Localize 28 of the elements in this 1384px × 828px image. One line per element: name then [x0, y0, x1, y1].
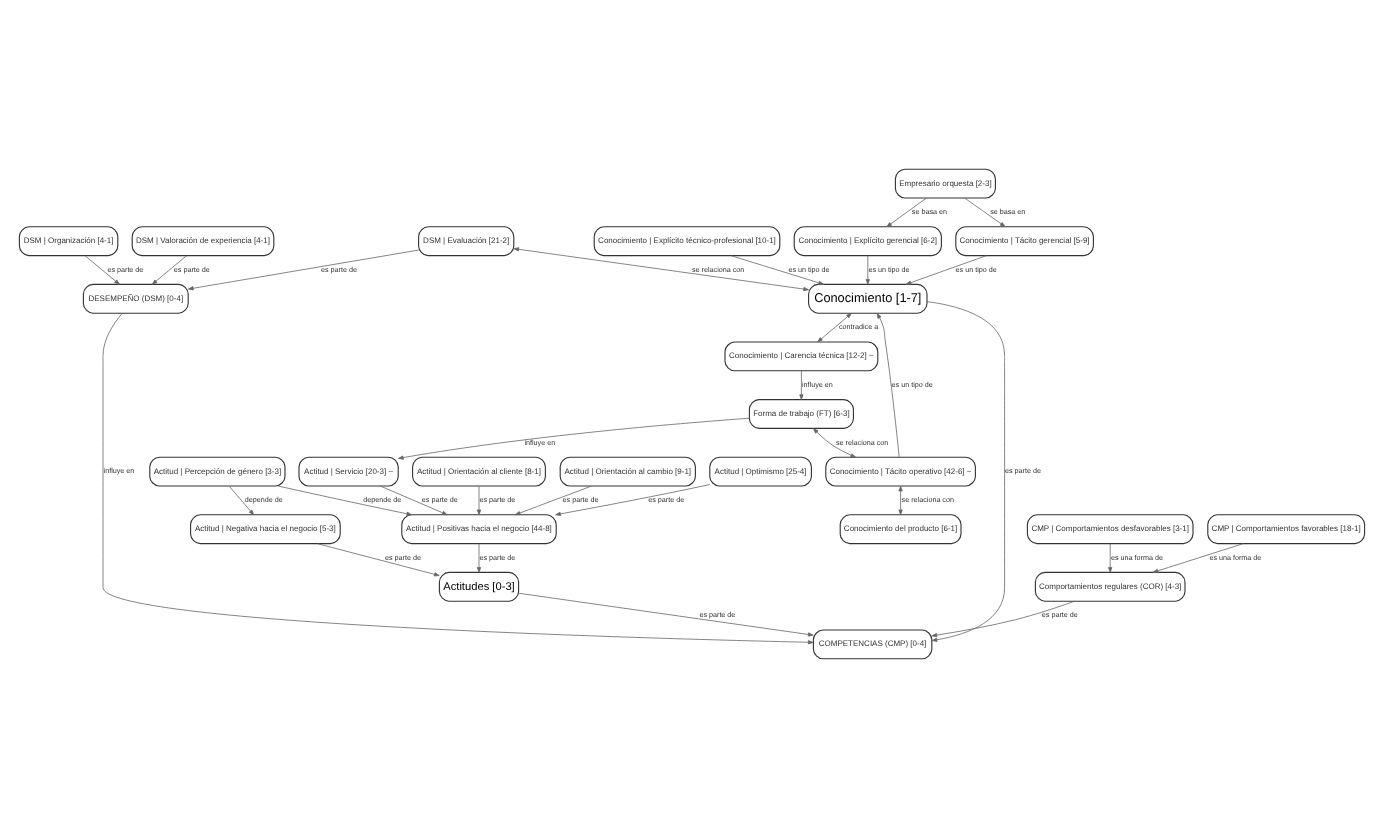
arrow [886, 197, 927, 228]
arrow [813, 428, 857, 458]
arrow [84, 255, 120, 285]
arrow [865, 255, 870, 285]
arrow [817, 313, 852, 343]
arrow [277, 485, 413, 516]
arrow [926, 301, 1005, 642]
arrow [799, 370, 804, 400]
arrow [876, 313, 900, 458]
arrow [555, 484, 711, 516]
arrow [398, 417, 750, 460]
arrow [1108, 543, 1113, 573]
arrow [898, 485, 903, 516]
arrow [188, 249, 419, 291]
arrow [317, 543, 440, 577]
arrow [518, 592, 814, 637]
arrow [513, 247, 809, 292]
arrow [476, 543, 482, 573]
arrow [931, 600, 1075, 638]
arrow [514, 485, 592, 516]
arrow [476, 485, 482, 516]
arrow [905, 255, 987, 285]
arrow [380, 485, 448, 516]
arrow [964, 197, 1006, 228]
arrow [1152, 543, 1244, 573]
arrow [151, 255, 187, 285]
arrow [730, 255, 824, 285]
arrow [228, 485, 255, 516]
